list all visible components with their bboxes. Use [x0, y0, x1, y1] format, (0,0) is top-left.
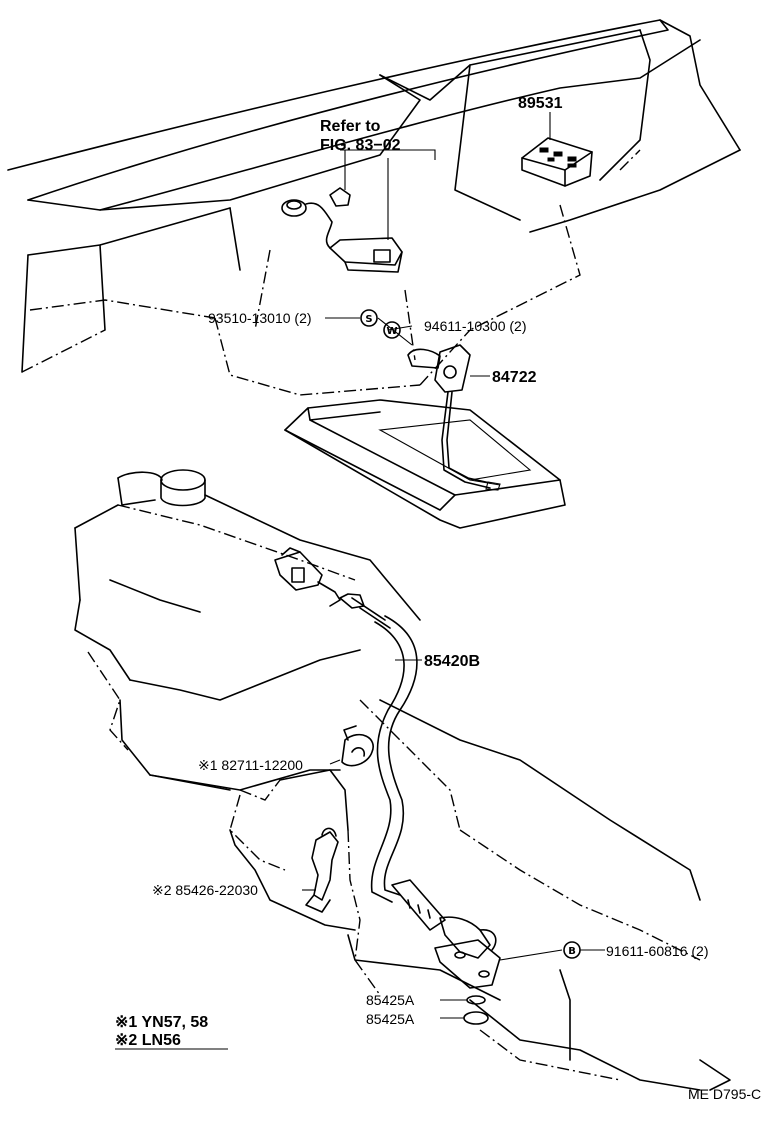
label-part-85420b: 85420B [424, 653, 480, 670]
leader-lines-lower [302, 659, 605, 1019]
label-fig-ref: FIG. 83−02 [320, 137, 401, 154]
label-part-91611: 91611-60816 (2) [606, 943, 708, 959]
cable-bottom-plate [434, 939, 501, 1025]
cable-bracket-85426 [305, 827, 339, 913]
symbol-w-marker: W [383, 321, 401, 339]
symbol-s-marker: S [360, 309, 378, 327]
legend-row-2: ※2 LN56 [115, 1032, 181, 1049]
label-refer-to: Refer to [320, 118, 381, 135]
instrument-panel-outline [7, 19, 741, 396]
cable-connector-top [274, 547, 391, 629]
center-console [284, 399, 566, 529]
hazard-switch-assembly [281, 187, 403, 273]
drawing-code: ME D795-C [688, 1086, 761, 1102]
symbol-s: S [365, 314, 372, 325]
symbol-b-marker: B [563, 941, 581, 959]
symbol-w: W [386, 326, 397, 337]
label-part-85425a-lower: 85425A [366, 1011, 415, 1027]
legend-row-1: ※1 YN57, 58 [115, 1014, 208, 1031]
o-ring-lower [463, 1011, 489, 1025]
shift-lever-sensor-84722 [407, 344, 501, 491]
label-part-93510: 93510-13010 (2) [208, 310, 312, 326]
cable-clamp-82711 [341, 725, 374, 767]
label-part-85426: ※2 85426-22030 [152, 882, 258, 898]
label-part-82711: ※1 82711-12200 [198, 757, 303, 773]
label-part-85425a-upper: 85425A [366, 992, 415, 1008]
label-part-89531: 89531 [518, 95, 563, 112]
label-part-84722: 84722 [492, 369, 537, 386]
relay-module-89531 [521, 137, 593, 187]
symbol-b: B [568, 946, 576, 957]
speedometer-cable-85420b [370, 615, 497, 959]
engine-block-outline [74, 469, 731, 1091]
label-part-94611: 94611-10300 (2) [424, 318, 526, 334]
